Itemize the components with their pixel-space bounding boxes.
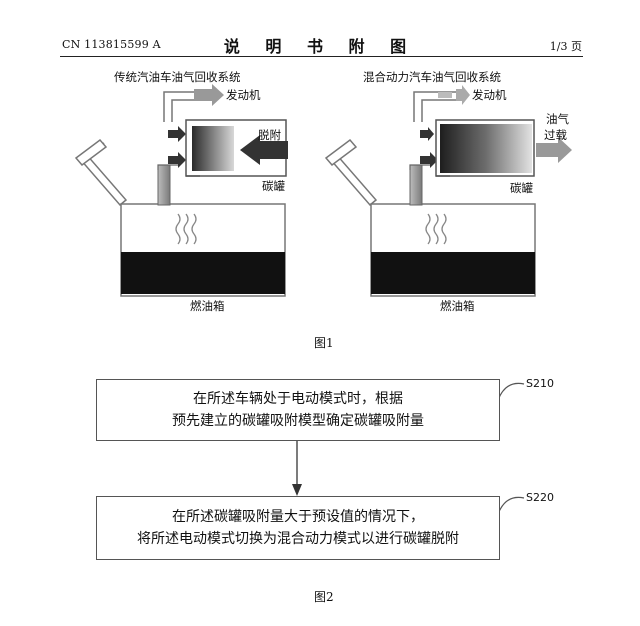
right-tank-label: 燃油箱 [440, 299, 475, 313]
flow-step-s210: 在所述车辆处于电动模式时，根据 预先建立的碳罐吸附模型确定碳罐吸附量 [96, 379, 500, 441]
right-panel-title: 混合动力汽车油气回收系统 [363, 70, 501, 84]
engine-arrow-left [194, 84, 224, 106]
step-label-s210: S210 [526, 377, 554, 390]
left-panel [74, 84, 288, 297]
left-panel-title: 传统汽油车油气回收系统 [114, 70, 241, 84]
figure1-caption: 图1 [314, 336, 334, 350]
flow-step-s220-line1: 在所述碳罐吸附量大于预设值的情况下， [172, 509, 424, 525]
fuel-level-right [371, 252, 535, 294]
engine-marker-right [438, 92, 452, 98]
canister-carbon-left [192, 126, 234, 171]
port-arrow-left-top [168, 126, 186, 142]
canister-carbon-right [440, 124, 532, 173]
left-engine-label: 发动机 [226, 88, 261, 102]
right-canister-label: 碳罐 [510, 181, 533, 195]
right-overload-label: 过载 [544, 128, 567, 142]
desorb-arrow [240, 135, 288, 165]
vapor-lines-right [425, 213, 447, 245]
left-desorb-label: 脱附 [258, 128, 281, 142]
patent-number: CN 113815599 A [62, 38, 161, 51]
filler-neck-right [324, 138, 378, 207]
header-rule [60, 56, 583, 57]
port-arrow-right-bottom [420, 152, 438, 168]
left-tank-label: 燃油箱 [190, 299, 225, 313]
overload-arrow [536, 137, 572, 163]
flow-step-s220-line2: 将所述电动模式切换为混合动力模式以进行碳罐脱附 [137, 531, 459, 547]
port-arrow-left-bottom [168, 152, 186, 168]
right-engine-label: 发动机 [472, 88, 507, 102]
figure2-caption: 图2 [314, 590, 334, 604]
vapor-pipe-left [157, 164, 171, 206]
step-label-s220: S220 [526, 491, 554, 504]
vapor-pipe-right [409, 164, 423, 206]
right-panel [324, 85, 572, 297]
page-title: 说 明 书 附 图 [223, 37, 417, 56]
left-canister-label: 碳罐 [262, 179, 285, 193]
page-number: 1/3 页 [549, 40, 582, 53]
port-arrow-right-top [420, 127, 434, 141]
vapor-lines-left [175, 213, 197, 245]
flow-step-s210-line1: 在所述车辆处于电动模式时，根据 [193, 391, 403, 407]
filler-neck-left [74, 138, 128, 207]
flow-step-s220: 在所述碳罐吸附量大于预设值的情况下， 将所述电动模式切换为混合动力模式以进行碳罐… [96, 496, 500, 560]
fuel-level-left [121, 252, 285, 294]
engine-arrow-right [456, 85, 470, 105]
flow-step-s210-line2: 预先建立的碳罐吸附模型确定碳罐吸附量 [172, 413, 424, 429]
right-vapor-label: 油气 [546, 112, 569, 126]
